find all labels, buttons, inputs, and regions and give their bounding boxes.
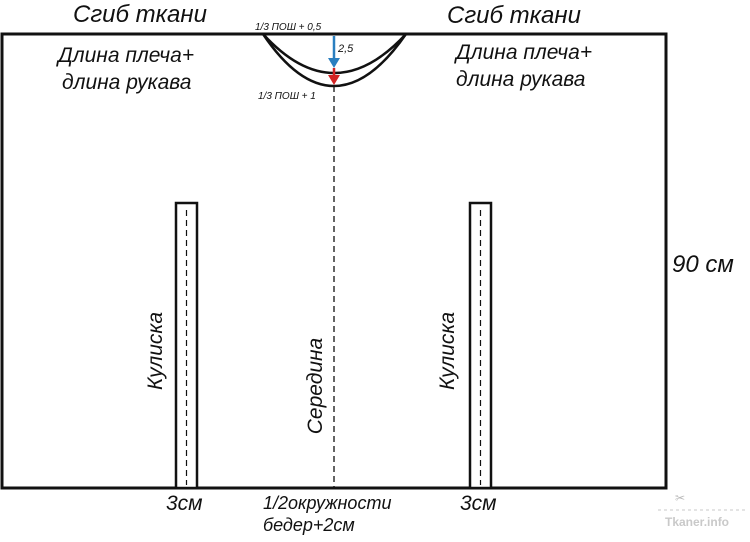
hip-label-line1: 1/2окружности bbox=[263, 493, 391, 513]
casing-label-right: Кулиска bbox=[436, 312, 459, 390]
fold-label-left: Сгиб ткани bbox=[73, 1, 207, 28]
hip-label-line2: бедер+2см bbox=[263, 515, 355, 535]
neck-outer-arrowhead-red bbox=[328, 75, 340, 85]
neck-depth-arrowhead-blue bbox=[328, 58, 340, 68]
shoulder-label-left-line1: Длина плеча+ bbox=[56, 44, 194, 67]
casing-width-right: 3см bbox=[460, 492, 497, 515]
neck-inner-label: 1/3 ПОШ + 0,5 bbox=[255, 22, 322, 33]
casing-label-left: Кулиска bbox=[144, 312, 167, 390]
casing-width-left: 3см bbox=[166, 492, 203, 515]
neck-depth-label: 2,5 bbox=[337, 43, 354, 55]
shoulder-label-left-line2: длина рукава bbox=[62, 71, 191, 94]
shoulder-label-right-line1: Длина плеча+ bbox=[454, 41, 592, 64]
watermark: ✂ Tkaner.info bbox=[658, 491, 748, 529]
height-label: 90 см bbox=[672, 251, 734, 278]
watermark-text: Tkaner.info bbox=[665, 515, 729, 529]
scissors-icon: ✂ bbox=[675, 491, 685, 505]
middle-label: Середина bbox=[304, 338, 327, 435]
neck-outer-label: 1/3 ПОШ + 1 bbox=[258, 91, 316, 102]
fold-label-right: Сгиб ткани bbox=[447, 2, 581, 29]
shoulder-label-right-line2: длина рукава bbox=[456, 68, 585, 91]
